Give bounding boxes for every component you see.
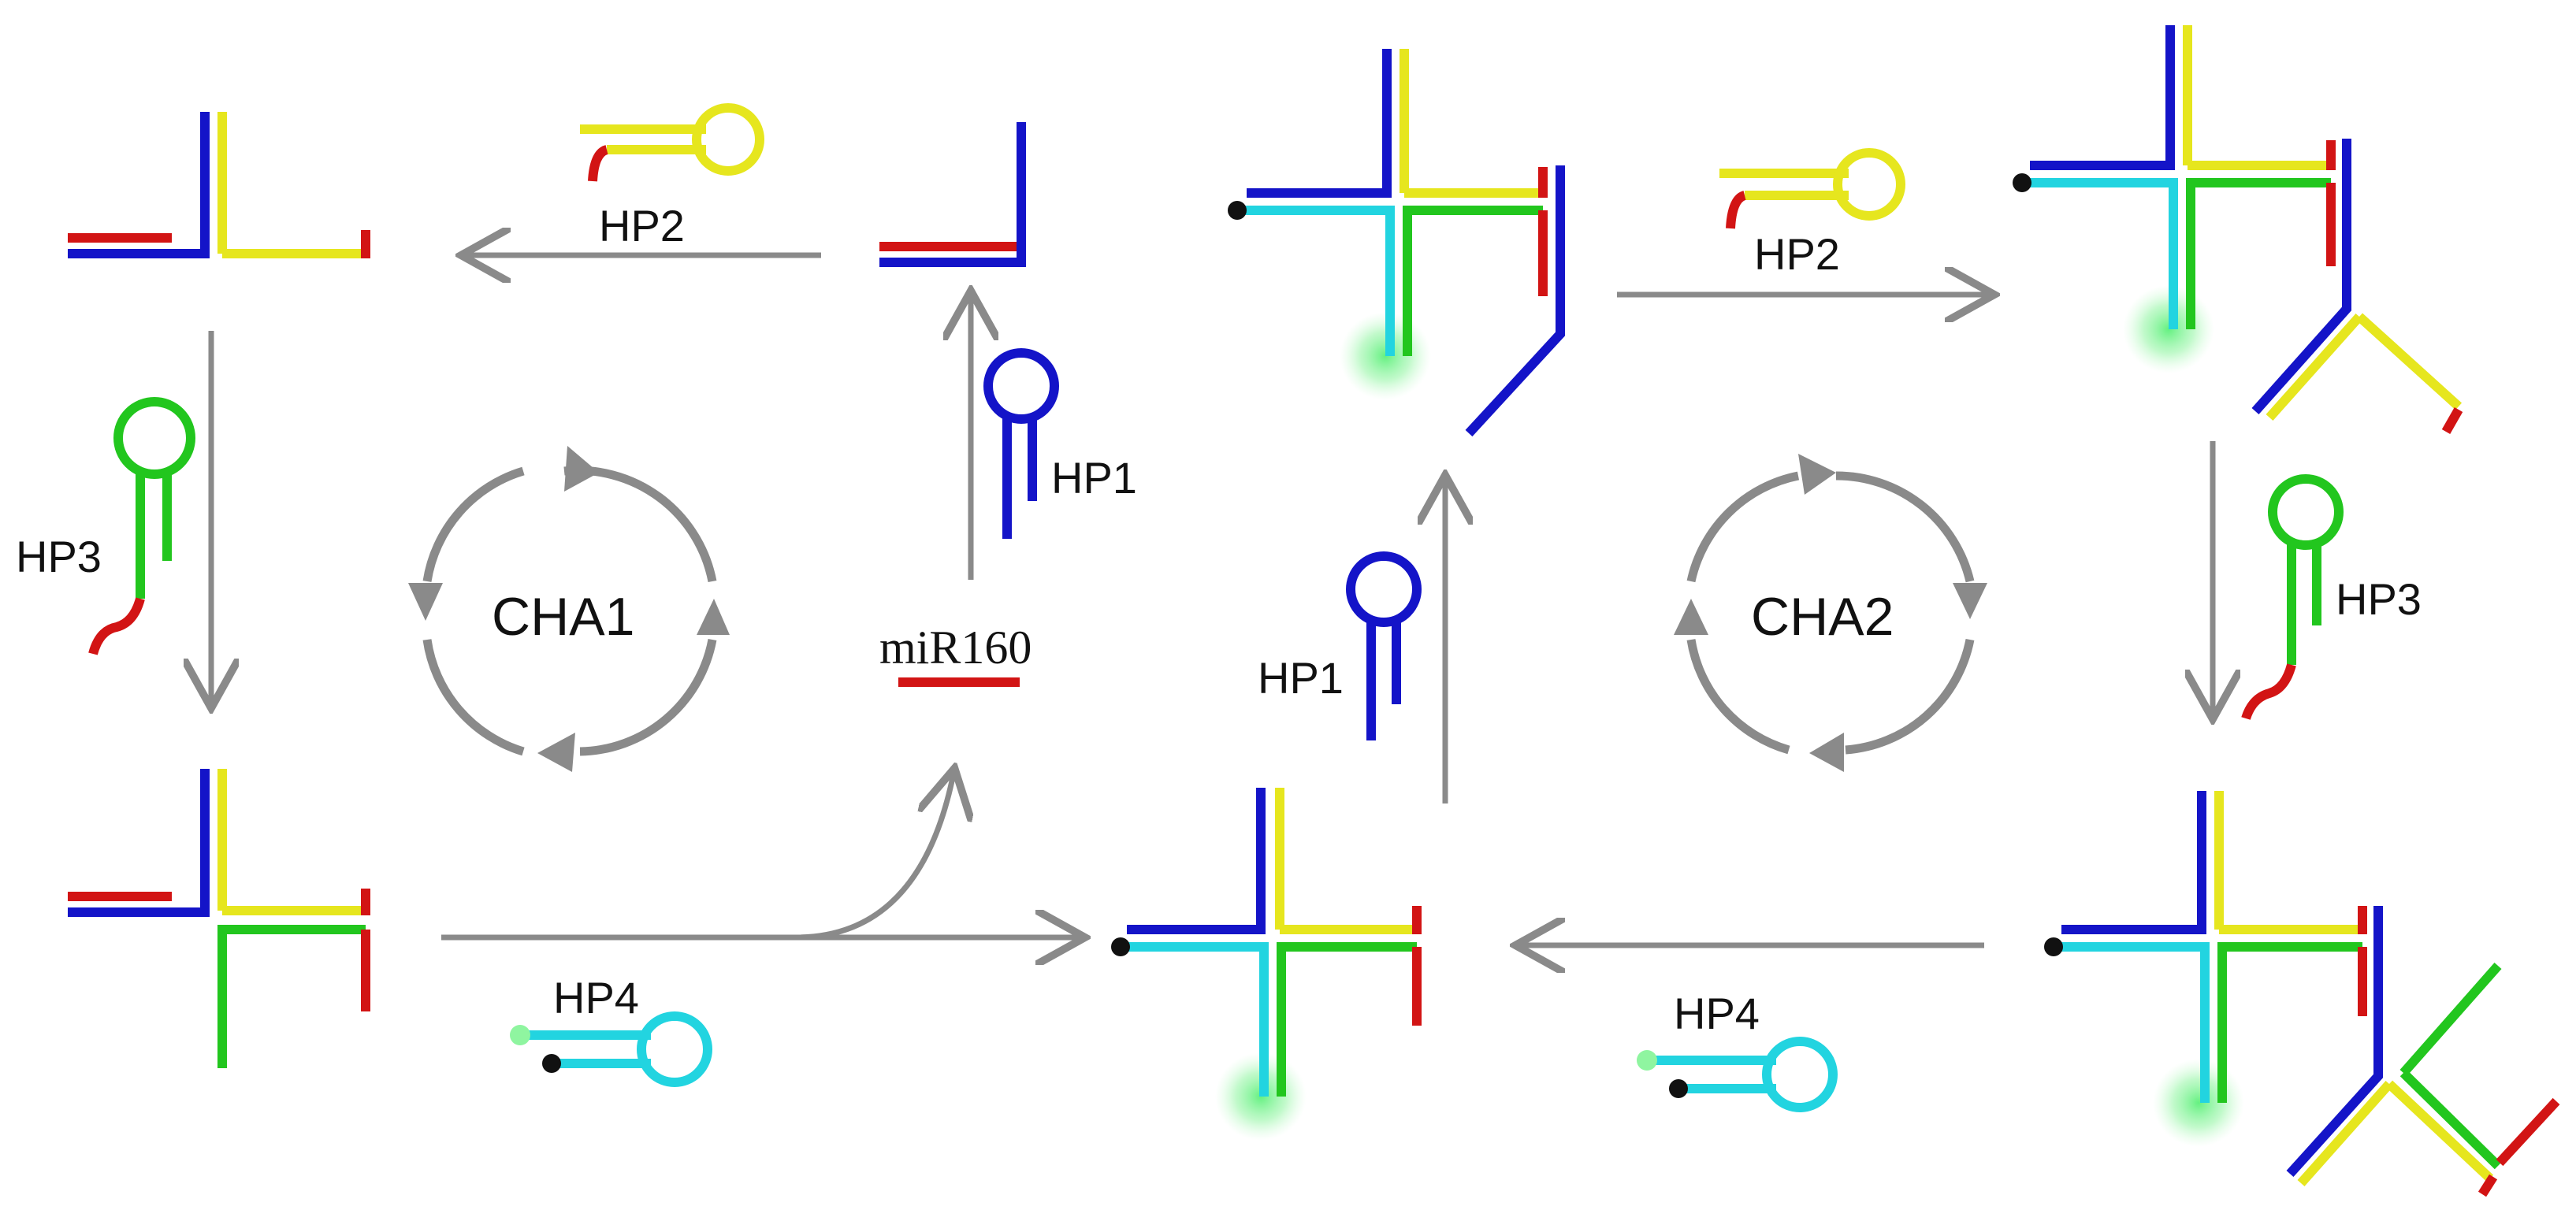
label-cycle-cha1: CHA1 [492, 587, 634, 647]
label-hp3-left: HP3 [16, 532, 102, 581]
quencher-dot [1228, 201, 1247, 220]
label-hp2-right: HP2 [1754, 229, 1840, 279]
label-hp1-lower: HP1 [1258, 653, 1344, 703]
hp2-hairpin-right [1719, 148, 1905, 229]
label-target: miR160 [879, 622, 1032, 674]
state-hp2-bound-junction [2013, 25, 2463, 434]
label-cycle-cha2: CHA2 [1751, 587, 1894, 647]
fluorophore-dot [1637, 1050, 1657, 1071]
hp3-hairpin-right [2241, 474, 2344, 720]
quencher-dot [2044, 937, 2063, 956]
state-hp3-bound-junction [2044, 791, 2560, 1197]
label-hp2-left: HP2 [599, 201, 685, 251]
cycle-arrowheads-cha1 [408, 446, 730, 772]
cycle-ring-cha2 [1686, 471, 1975, 755]
hp4-hairpin-left [510, 1011, 712, 1087]
hp1-hairpin-upper [983, 348, 1059, 539]
label-hp1-upper: HP1 [1051, 453, 1137, 503]
quencher-dot [1111, 937, 1130, 956]
state-four-way-junction [68, 769, 370, 1068]
state-fluorescent-junction-1 [1111, 788, 1422, 1141]
quencher-dot [542, 1054, 561, 1073]
hp2-hairpin-left [580, 103, 764, 182]
hp3-hairpin-left [88, 397, 195, 655]
reaction-arrows [211, 255, 2213, 945]
quencher-dot [1669, 1079, 1688, 1098]
hp4-hairpin-right [1637, 1037, 1838, 1112]
arrow-release-target [795, 774, 953, 941]
label-hp3-right: HP3 [2336, 574, 2422, 624]
fluorophore-dot [510, 1025, 530, 1045]
quencher-dot [2013, 173, 2031, 192]
label-hp4-right: HP4 [1674, 989, 1760, 1038]
label-hp4-left: HP4 [553, 973, 639, 1022]
state-fluorescent-junction-2 [1228, 49, 1565, 437]
hp1-hairpin-lower [1346, 551, 1422, 740]
state-target-hp1-duplex [879, 122, 1026, 267]
state-three-way-junction [68, 112, 370, 258]
cycle-arrowheads-cha2 [1674, 454, 1987, 772]
